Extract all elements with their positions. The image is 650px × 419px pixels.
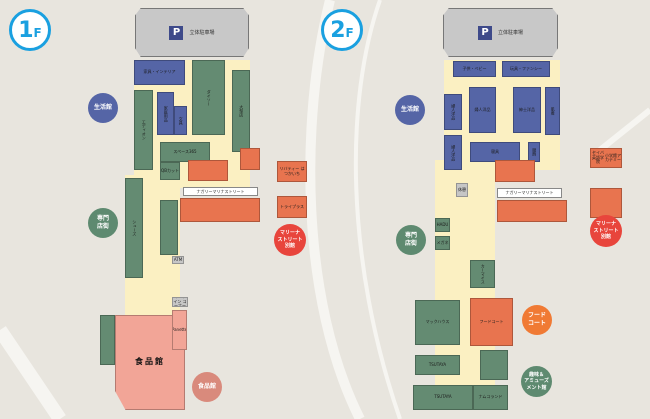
store-car[interactable]: カーマイス — [470, 260, 495, 288]
academy-label: 小学館アカデミー — [604, 152, 621, 162]
store-bakery[interactable]: Panette — [172, 310, 187, 350]
food-hall-label: 食品館 — [135, 357, 165, 367]
store-underwear[interactable]: 肌着 — [545, 87, 560, 135]
store-interior[interactable]: 家具・インテリア — [134, 60, 185, 85]
store-ladies-3[interactable]: 婦人洋品 — [444, 135, 462, 170]
rest-area[interactable]: 休憩 — [456, 183, 468, 197]
building-annex-2f[interactable]: マリーナ ストリート 別館 — [590, 215, 622, 247]
store-fancy[interactable]: 玩具・ファンシー — [502, 61, 550, 77]
store-mac-house[interactable]: マックハウス — [415, 300, 460, 345]
store-green-1f-mid[interactable] — [160, 200, 178, 255]
store-bedding[interactable]: 寝具 — [470, 142, 520, 162]
store-baby[interactable]: 子供・ベビー — [453, 61, 496, 77]
parking-label: 立体駐車場 — [189, 30, 215, 36]
parking-garage-2f[interactable]: P 立体駐車場 — [443, 8, 558, 57]
building-hobby-2f[interactable]: 趣味＆ アミューズ メント館 — [521, 366, 552, 397]
store-edion[interactable]: エディオン — [134, 90, 153, 170]
store-daiso[interactable]: ダイソー — [192, 60, 225, 135]
building-foodcourt-2f[interactable]: フード コート — [522, 305, 552, 335]
store-block-1f[interactable] — [180, 198, 260, 222]
building-living-2f[interactable]: 生活館 — [395, 95, 425, 125]
store-tsutaya-1[interactable]: TSUTAYA — [415, 355, 460, 375]
store-cut[interactable]: QBカット — [160, 162, 180, 180]
store-drug[interactable]: トライプラス — [277, 196, 307, 218]
store-green-2f-right[interactable] — [480, 350, 508, 380]
store-shoes-2f[interactable]: 服飾 — [528, 142, 540, 162]
street-2f[interactable]: ナガリーマリナストリート — [497, 188, 562, 198]
store-houseware[interactable]: 家庭用品 — [157, 92, 174, 135]
store-ladies-2[interactable]: 婦人洋品 — [469, 87, 496, 133]
store-space365[interactable]: スペース365 — [160, 142, 210, 162]
eat-in-corner[interactable]: イートイン コーナー — [172, 297, 188, 307]
store-stationery[interactable]: 文具 — [174, 106, 187, 135]
store-hadu[interactable]: HADU — [435, 218, 450, 232]
atm[interactable]: ATM — [172, 256, 184, 264]
store-orange-1f[interactable] — [188, 160, 228, 181]
building-specialty-1f[interactable]: 専門 店街 — [88, 208, 118, 238]
store-namco[interactable]: ナムコランド — [473, 385, 508, 410]
store-liberty[interactable]: リバティー はつかいち — [277, 161, 307, 182]
building-annex-1f[interactable]: マリーナ ストリート 別館 — [274, 224, 306, 256]
building-specialty-2f[interactable]: 専門 店街 — [396, 225, 426, 255]
street-1f[interactable]: ナガリーマリナストリート — [183, 187, 258, 196]
building-food-1f[interactable]: 食品館 — [192, 372, 222, 402]
store-tsutaya-2[interactable]: TSUTAYA — [413, 385, 473, 410]
parking-garage-1f[interactable]: P 立体駐車場 — [135, 8, 249, 57]
parking-label: 立体駐車場 — [497, 30, 523, 36]
store-school[interactable]: セイバ英語学院小学館アカデミー — [590, 148, 622, 168]
parking-icon: P — [477, 25, 492, 40]
store-large[interactable]: 大型店 — [232, 70, 250, 152]
store-glasses[interactable]: メガネ — [435, 236, 450, 250]
store-block-2f[interactable] — [497, 200, 567, 222]
parking-icon: P — [169, 25, 184, 40]
store-annex-2f[interactable] — [590, 188, 622, 218]
store-ladies-1[interactable]: 婦人洋品 — [444, 94, 462, 130]
store-orange-1f-right[interactable] — [240, 148, 260, 170]
store-orange-2f[interactable] — [495, 160, 535, 182]
building-living-1f[interactable]: 生活館 — [88, 93, 118, 123]
food-court[interactable]: フードコート — [470, 298, 513, 346]
store-green-1f-left[interactable] — [100, 315, 115, 365]
store-mens[interactable]: 紳士洋品 — [513, 87, 541, 133]
school-label: セイバ英語学院 — [591, 150, 604, 165]
store-shoes[interactable]: シューズ — [125, 178, 143, 278]
